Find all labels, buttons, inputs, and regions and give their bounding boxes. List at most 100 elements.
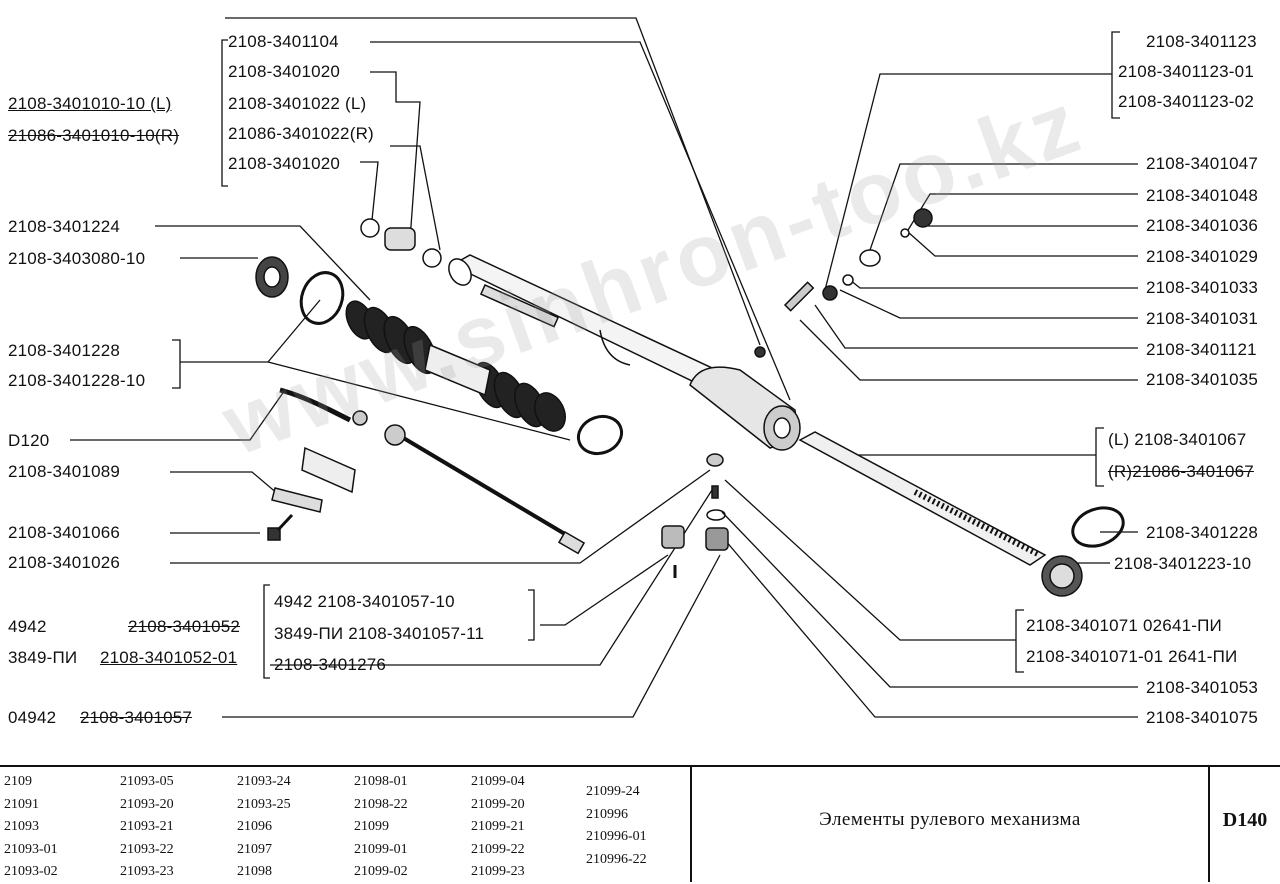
- label-1026: 2108-3401026: [8, 553, 121, 572]
- label-1104: 2108-3401104: [228, 32, 339, 51]
- label-asm-l: 2108-3401010-10 (L): [8, 94, 172, 113]
- model-item: 210996-01: [586, 829, 647, 844]
- label-1052-01: 2108-3401052-01: [100, 648, 238, 667]
- label-1036: 2108-3401036: [1146, 216, 1259, 235]
- model-item: 210996-22: [586, 851, 647, 867]
- model-item: 21099-22: [471, 841, 525, 857]
- bracket-1071: [1015, 609, 1024, 673]
- ring-1033: [842, 274, 854, 286]
- label-code-04942: 04942: [8, 708, 57, 727]
- label-1228-right: 2108-3401228: [1146, 523, 1259, 542]
- sheet-code: D140: [1222, 809, 1268, 831]
- label-1228-10: 2108-3401228-10: [8, 371, 146, 390]
- parts-diagram: 2108-3401010-10 (L) 21086-3401010-10(R) …: [8, 17, 1259, 727]
- nut-1036: [913, 208, 933, 228]
- model-item: 21099-04: [471, 774, 525, 789]
- label-1123: 2108-3401123: [1146, 32, 1257, 51]
- label-1276: 2108-3401276: [274, 655, 387, 674]
- model-item: 21099-01: [354, 841, 408, 857]
- label-1228: 2108-3401228: [8, 341, 121, 360]
- pinion-washer: [859, 249, 881, 267]
- plug-1104: [754, 346, 766, 358]
- divider: [1208, 767, 1210, 882]
- sheet-title: Элементы рулевого механизма: [819, 809, 1081, 830]
- tie-rod: [279, 387, 586, 555]
- snap-ring-b: [422, 248, 442, 268]
- rack-shaft: [798, 431, 1047, 566]
- model-item: 21099-21: [471, 819, 525, 834]
- model-item: 21093: [4, 819, 39, 834]
- snap-ring-a: [360, 218, 380, 238]
- label-1048: 2108-3401048: [1146, 186, 1259, 205]
- model-item: 21093-20: [120, 796, 174, 812]
- divider: [690, 767, 692, 882]
- label-1053: 2108-3401053: [1146, 678, 1259, 697]
- label-1223: 2108-3401223-10: [1114, 554, 1252, 573]
- bracket-center: [263, 584, 270, 679]
- model-item: 21099-02: [354, 864, 408, 879]
- model-item: 21093-21: [120, 819, 174, 834]
- rack-housing: [448, 254, 772, 411]
- label-1022: 2108-3401022 (L): [228, 94, 367, 113]
- model-item: 21098-22: [354, 796, 408, 812]
- model-item: 21096: [237, 819, 272, 834]
- clamp-right: [1071, 506, 1125, 548]
- model-item: 21093-02: [4, 864, 58, 879]
- clamp-center: [576, 414, 624, 456]
- label-1071-01: 2108-3401071-01 2641-ПИ: [1026, 647, 1238, 666]
- label-1057-11: 3849-ПИ 2108-3401057-11: [274, 624, 485, 643]
- model-item: 21099: [354, 819, 389, 834]
- label-code-3849: 3849-ПИ: [8, 648, 78, 667]
- ring-1029: [900, 228, 910, 238]
- label-1035: 2108-3401035: [1146, 370, 1259, 389]
- clamp-left: [299, 271, 345, 325]
- spring: [711, 485, 719, 499]
- label-1052: 2108-3401052: [128, 617, 241, 636]
- lock-nut: [661, 525, 685, 549]
- bracket-1057: [528, 589, 535, 641]
- label-1057: 2108-3401057: [80, 708, 193, 727]
- washer-plate: [271, 487, 323, 513]
- label-3080: 2108-3403080-10: [8, 249, 146, 268]
- label-1224: 2108-3401224: [8, 217, 121, 236]
- adjusting-nut: [705, 527, 729, 551]
- label-1089: 2108-3401089: [8, 462, 121, 481]
- label-d120: D120: [8, 431, 50, 450]
- label-1071: 2108-3401071 02641-ПИ: [1026, 616, 1222, 635]
- label-1067-r: (R)21086-3401067: [1108, 462, 1254, 481]
- model-item: 21093-05: [120, 774, 174, 789]
- label-asm-r: 21086-3401010-10(R): [8, 126, 180, 145]
- o-ring: [706, 509, 726, 521]
- pinion-shaft: [783, 281, 815, 312]
- model-item: 21093-01: [4, 841, 58, 857]
- label-1057-10: 4942 2108-3401057-10: [274, 592, 455, 611]
- rubber-boot: [345, 300, 566, 432]
- bracket-1228: [172, 339, 181, 389]
- model-item: 210996: [586, 806, 628, 822]
- model-item: 21093-22: [120, 841, 174, 857]
- model-item: 21099-24: [586, 784, 640, 799]
- model-item: 21093-24: [237, 774, 291, 789]
- model-item: 21091: [4, 796, 39, 812]
- label-1123-02: 2108-3401123-02: [1118, 92, 1254, 111]
- label-1121: 2108-3401121: [1146, 340, 1257, 359]
- label-1031: 2108-3401031: [1146, 309, 1259, 328]
- model-item: 21099-20: [471, 796, 525, 812]
- label-1066: 2108-3401066: [8, 523, 121, 542]
- label-1123-01: 2108-3401123-01: [1118, 62, 1254, 81]
- right-cap: [1041, 555, 1083, 597]
- bushing: [384, 227, 416, 251]
- model-item: 21097: [237, 841, 272, 857]
- boot-support: [255, 256, 289, 298]
- label-code-4942: 4942: [8, 617, 47, 636]
- model-column: 21099-04 21099-20 21099-21 21099-22 21099-23: [471, 771, 525, 884]
- lock-plate: [301, 446, 356, 494]
- model-item: 21099-23: [471, 864, 525, 879]
- label-1047: 2108-3401047: [1146, 154, 1259, 173]
- model-column: 21099-24 210996 210996-01 210996-22: [586, 781, 647, 871]
- label-1067-l: (L) 2108-3401067: [1108, 430, 1247, 449]
